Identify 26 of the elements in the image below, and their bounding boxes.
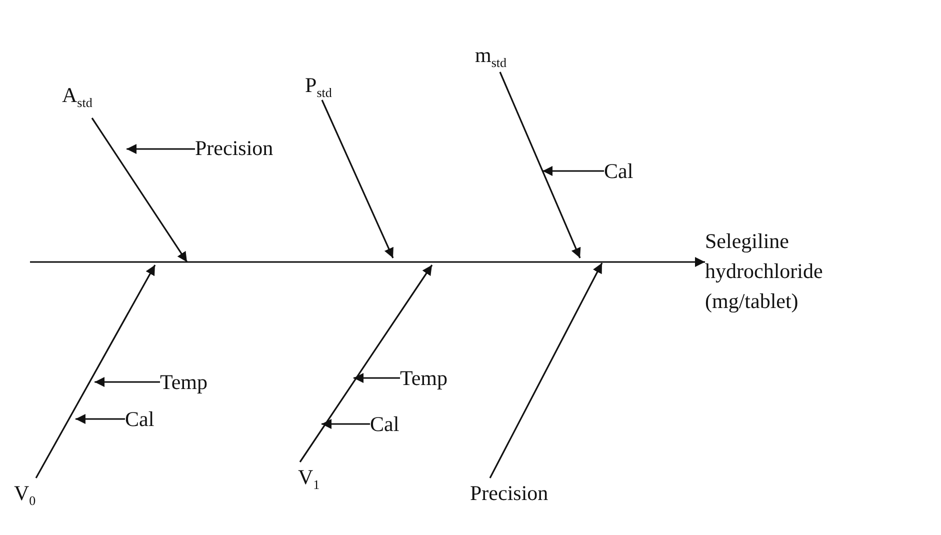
arrow — [499, 72, 581, 258]
arrow — [94, 377, 160, 387]
sub-cause-label: Cal — [125, 404, 154, 434]
arrow — [299, 264, 433, 462]
sub-cause-label: Temp — [160, 367, 208, 397]
sub-cause-label: Cal — [604, 156, 634, 186]
effect-label: Selegiline hydrochloride (mg/tablet) — [705, 226, 845, 316]
arrow — [489, 262, 603, 478]
arrow — [542, 166, 604, 176]
arrow — [75, 414, 125, 424]
cause-label: V$_{0}$ — [14, 478, 36, 516]
cause-label: Precision — [470, 478, 548, 508]
cause-label: P$_{std}$ — [305, 70, 332, 108]
arrow — [321, 100, 394, 258]
arrow — [354, 373, 400, 383]
cause-label: A$_{std}$ — [62, 80, 92, 118]
sub-cause-label: Temp — [400, 363, 448, 393]
arrow — [91, 118, 188, 262]
sub-cause-label: Precision — [195, 133, 274, 163]
arrow — [30, 257, 705, 267]
arrow — [126, 144, 195, 154]
arrow — [322, 419, 370, 429]
arrow — [35, 264, 156, 478]
sub-cause-label: Cal — [370, 409, 400, 439]
cause-label: m$_{std}$ — [475, 40, 507, 78]
cause-label: V$_{1}$ — [298, 462, 320, 500]
